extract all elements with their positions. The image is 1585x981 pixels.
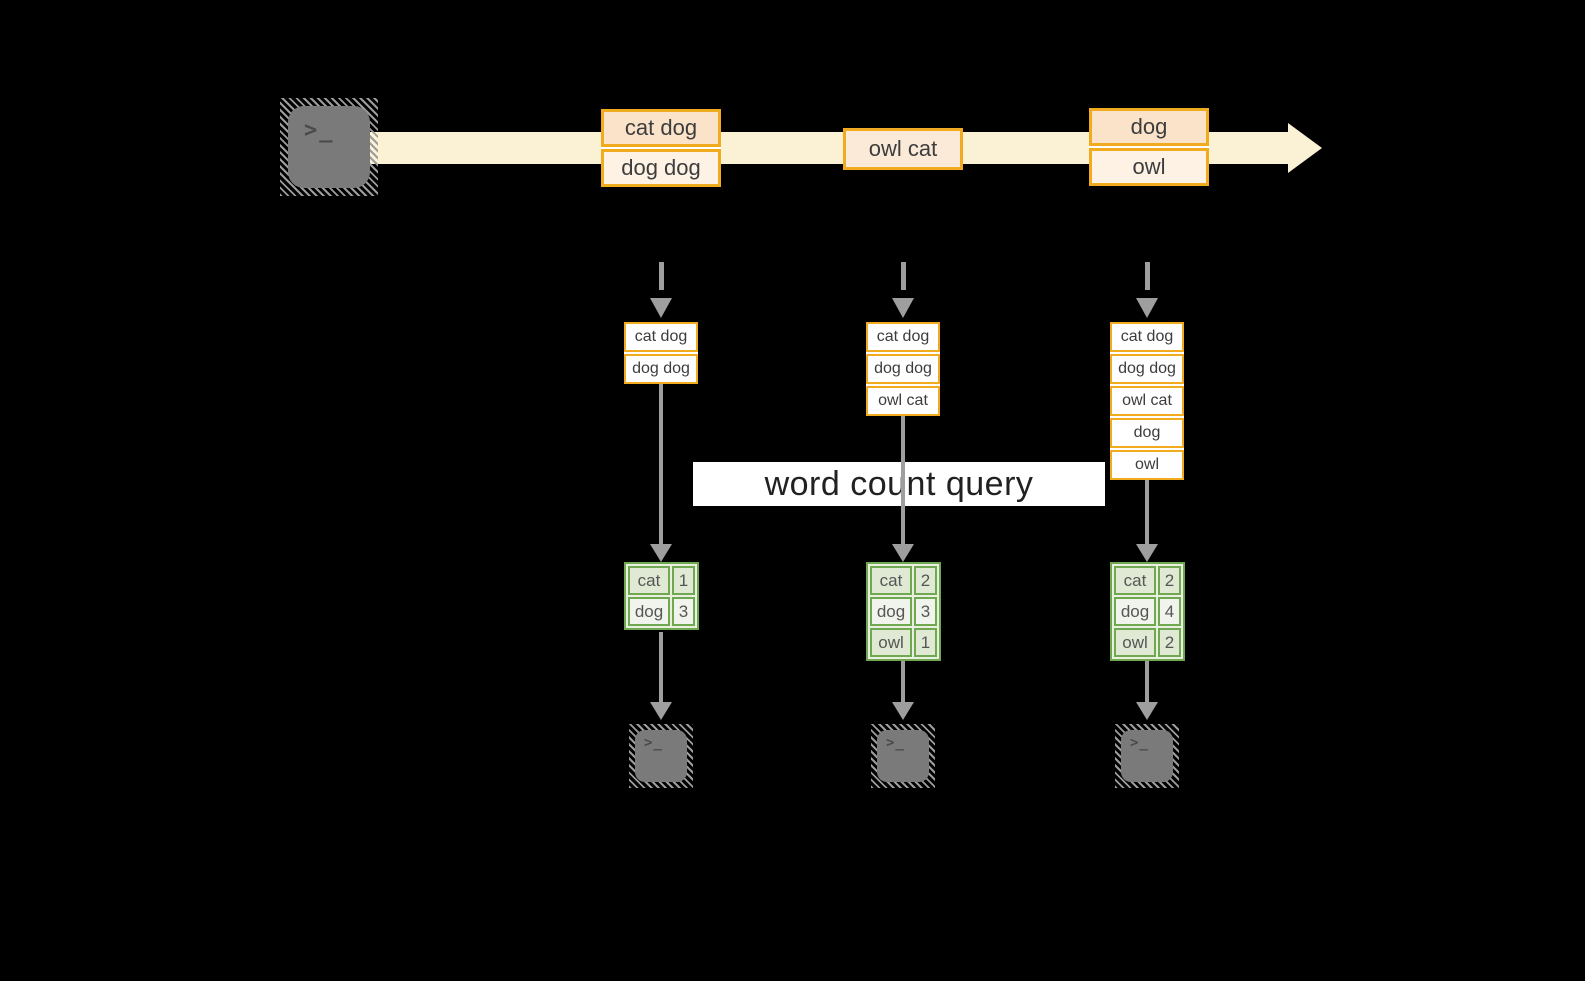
terminal-sink-icon: >_ bbox=[871, 724, 935, 788]
terminal-sink-icon: >_ bbox=[1115, 724, 1179, 788]
buffer-row: dog dog bbox=[866, 354, 940, 384]
dashed-arrowhead-icon bbox=[650, 298, 672, 318]
terminal-prompt-glyph: >_ bbox=[886, 735, 905, 751]
count-table-1: cat 1 dog 3 bbox=[624, 562, 699, 630]
count-table-2: cat 2 dog 3 owl 1 bbox=[866, 562, 941, 661]
stream-event-box: owl cat bbox=[843, 128, 963, 170]
dashed-arrow bbox=[659, 262, 664, 290]
flow-arrow-line bbox=[1145, 661, 1149, 704]
flow-arrowhead-icon bbox=[650, 702, 672, 720]
stream-event-group-3: dog owl bbox=[1089, 108, 1209, 186]
dashed-arrowhead-icon bbox=[1136, 298, 1158, 318]
flow-arrow-line bbox=[659, 632, 663, 704]
buffer-row: cat dog bbox=[866, 322, 940, 352]
count-cell: 2 bbox=[1158, 566, 1181, 595]
buffer-row: owl cat bbox=[866, 386, 940, 416]
flow-arrow-line bbox=[1145, 480, 1149, 546]
event-buffer-2: cat dog dog dog owl cat bbox=[866, 322, 940, 416]
flow-arrowhead-icon bbox=[650, 544, 672, 562]
word-cell: cat bbox=[628, 566, 670, 595]
buffer-row: cat dog bbox=[1110, 322, 1184, 352]
flow-arrowhead-icon bbox=[892, 702, 914, 720]
word-cell: cat bbox=[870, 566, 912, 595]
event-buffer-3: cat dog dog dog owl cat dog owl bbox=[1110, 322, 1184, 480]
stream-event-box: cat dog bbox=[601, 109, 721, 147]
terminal-source-icon: >_ bbox=[280, 98, 378, 196]
flow-arrow-line bbox=[901, 661, 905, 704]
buffer-row: cat dog bbox=[624, 322, 698, 352]
flow-arrowhead-icon bbox=[1136, 544, 1158, 562]
terminal-prompt-glyph: >_ bbox=[1130, 735, 1149, 751]
dashed-arrow bbox=[901, 262, 906, 290]
count-cell: 2 bbox=[914, 566, 937, 595]
terminal-sink-icon: >_ bbox=[629, 724, 693, 788]
stream-event-box: dog dog bbox=[601, 149, 721, 187]
stream-event-box: dog bbox=[1089, 108, 1209, 146]
event-buffer-1: cat dog dog dog bbox=[624, 322, 698, 384]
terminal-screen: >_ bbox=[877, 730, 929, 782]
word-cell: owl bbox=[870, 628, 912, 657]
buffer-row: owl cat bbox=[1110, 386, 1184, 416]
word-cell: dog bbox=[628, 597, 670, 626]
flow-arrowhead-icon bbox=[1136, 702, 1158, 720]
flow-arrowhead-icon bbox=[892, 544, 914, 562]
stream-event-group-1: cat dog dog dog bbox=[601, 109, 721, 187]
flow-arrow-line bbox=[901, 416, 905, 546]
word-cell: cat bbox=[1114, 566, 1156, 595]
count-cell: 4 bbox=[1158, 597, 1181, 626]
count-cell: 1 bbox=[914, 628, 937, 657]
buffer-row: dog dog bbox=[1110, 354, 1184, 384]
stream-event-group-2: owl cat bbox=[843, 128, 963, 170]
stream-arrowhead-icon bbox=[1288, 123, 1322, 173]
word-cell: owl bbox=[1114, 628, 1156, 657]
count-cell: 1 bbox=[672, 566, 695, 595]
terminal-prompt-glyph: >_ bbox=[644, 735, 663, 751]
terminal-screen: >_ bbox=[288, 106, 370, 188]
count-cell: 3 bbox=[672, 597, 695, 626]
buffer-row: dog bbox=[1110, 418, 1184, 448]
word-cell: dog bbox=[1114, 597, 1156, 626]
count-cell: 3 bbox=[914, 597, 937, 626]
terminal-screen: >_ bbox=[635, 730, 687, 782]
terminal-screen: >_ bbox=[1121, 730, 1173, 782]
dashed-arrow bbox=[1145, 262, 1150, 290]
count-cell: 2 bbox=[1158, 628, 1181, 657]
flow-arrow-line bbox=[659, 384, 663, 546]
buffer-row: dog dog bbox=[624, 354, 698, 384]
buffer-row: owl bbox=[1110, 450, 1184, 480]
dashed-arrowhead-icon bbox=[892, 298, 914, 318]
stream-event-box: owl bbox=[1089, 148, 1209, 186]
count-table-3: cat 2 dog 4 owl 2 bbox=[1110, 562, 1185, 661]
terminal-prompt-glyph: >_ bbox=[304, 118, 335, 143]
word-count-query-label: word count query bbox=[693, 462, 1105, 506]
word-cell: dog bbox=[870, 597, 912, 626]
